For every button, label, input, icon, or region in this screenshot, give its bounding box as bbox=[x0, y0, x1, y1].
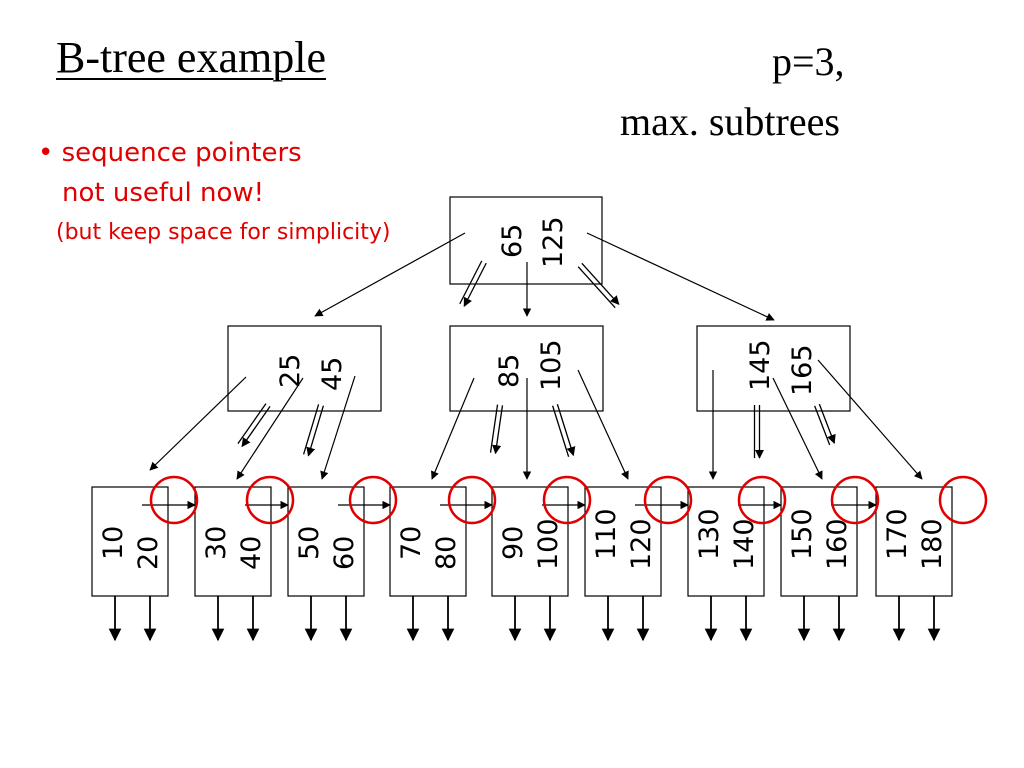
internal-data-pointer-a bbox=[302, 404, 320, 455]
highlight-circle bbox=[149, 475, 199, 525]
leaf-node bbox=[780, 486, 858, 597]
child-pointer bbox=[431, 377, 475, 480]
leaf-node bbox=[584, 486, 662, 597]
highlight-circle bbox=[737, 475, 787, 525]
highlight-circle bbox=[348, 475, 398, 525]
leaf-node bbox=[875, 486, 953, 597]
root-pointer bbox=[586, 232, 775, 321]
leaf-node bbox=[287, 486, 365, 597]
note-line-1: • sequence pointers bbox=[38, 138, 302, 168]
internal-key: 105 bbox=[536, 339, 567, 391]
leaf-key: 170 bbox=[882, 508, 913, 560]
root-data-pointer-a bbox=[577, 266, 616, 309]
leaf-key: 70 bbox=[396, 526, 427, 560]
internal-data-pointer-a bbox=[489, 404, 499, 453]
internal-key: 45 bbox=[317, 357, 348, 391]
leaf-key: 180 bbox=[917, 518, 948, 570]
root-data-pointer-a bbox=[459, 260, 483, 305]
internal-key: 25 bbox=[275, 354, 306, 388]
root-data-pointer-b bbox=[463, 262, 487, 307]
internal-node bbox=[449, 325, 604, 412]
root-pointer bbox=[314, 232, 466, 317]
internal-node bbox=[227, 325, 382, 412]
child-pointer bbox=[149, 376, 247, 471]
leaf-key: 130 bbox=[694, 508, 725, 560]
highlight-circle bbox=[830, 475, 880, 525]
slide-title: B-tree example bbox=[56, 33, 326, 82]
child-pointer bbox=[772, 377, 823, 480]
leaf-key: 120 bbox=[626, 518, 657, 570]
leaf-key: 140 bbox=[729, 518, 760, 570]
leaf-key: 80 bbox=[431, 536, 462, 570]
leaf-key: 50 bbox=[294, 526, 325, 560]
highlight-circle bbox=[938, 475, 988, 525]
internal-key: 85 bbox=[494, 354, 525, 388]
leaf-node bbox=[687, 486, 765, 597]
leaf-key: 90 bbox=[498, 526, 529, 560]
leaf-node bbox=[91, 486, 169, 597]
leaf-key: 100 bbox=[533, 518, 564, 570]
order-parameter-caption: max. subtrees bbox=[620, 99, 840, 144]
child-pointer bbox=[577, 369, 629, 480]
highlight-circle bbox=[447, 475, 497, 525]
leaf-node bbox=[491, 486, 569, 597]
highlight-circle bbox=[643, 475, 693, 525]
internal-data-pointer-a bbox=[551, 405, 570, 457]
leaf-key: 40 bbox=[236, 536, 267, 570]
leaf-key: 110 bbox=[591, 508, 622, 560]
leaf-key: 20 bbox=[133, 536, 164, 570]
order-parameter: p=3, bbox=[772, 39, 845, 84]
root-key: 125 bbox=[538, 216, 569, 268]
internal-data-pointer-a bbox=[237, 403, 267, 444]
leaf-key: 150 bbox=[787, 508, 818, 560]
internal-key: 145 bbox=[745, 339, 776, 391]
internal-data-pointer-b bbox=[241, 406, 271, 448]
highlight-circle bbox=[542, 475, 592, 525]
note-line-2: not useful now! bbox=[62, 178, 265, 208]
root-node bbox=[449, 196, 603, 285]
note-line-3: (but keep space for simplicity) bbox=[56, 220, 391, 245]
leaf-node bbox=[194, 486, 272, 597]
highlight-circle bbox=[245, 475, 295, 525]
leaf-key: 30 bbox=[201, 526, 232, 560]
internal-key: 165 bbox=[787, 344, 818, 396]
root-key: 65 bbox=[497, 224, 528, 258]
child-pointer bbox=[817, 359, 923, 480]
internal-data-pointer-b bbox=[556, 404, 576, 457]
leaf-key: 160 bbox=[822, 518, 853, 570]
child-pointer bbox=[236, 377, 304, 480]
leaf-key: 10 bbox=[98, 526, 129, 560]
internal-data-pointer-b bbox=[492, 405, 504, 455]
child-pointer bbox=[320, 375, 356, 480]
internal-data-pointer-b bbox=[306, 405, 325, 457]
leaf-node bbox=[389, 486, 467, 597]
internal-node bbox=[696, 325, 851, 412]
leaf-key: 60 bbox=[329, 536, 360, 570]
